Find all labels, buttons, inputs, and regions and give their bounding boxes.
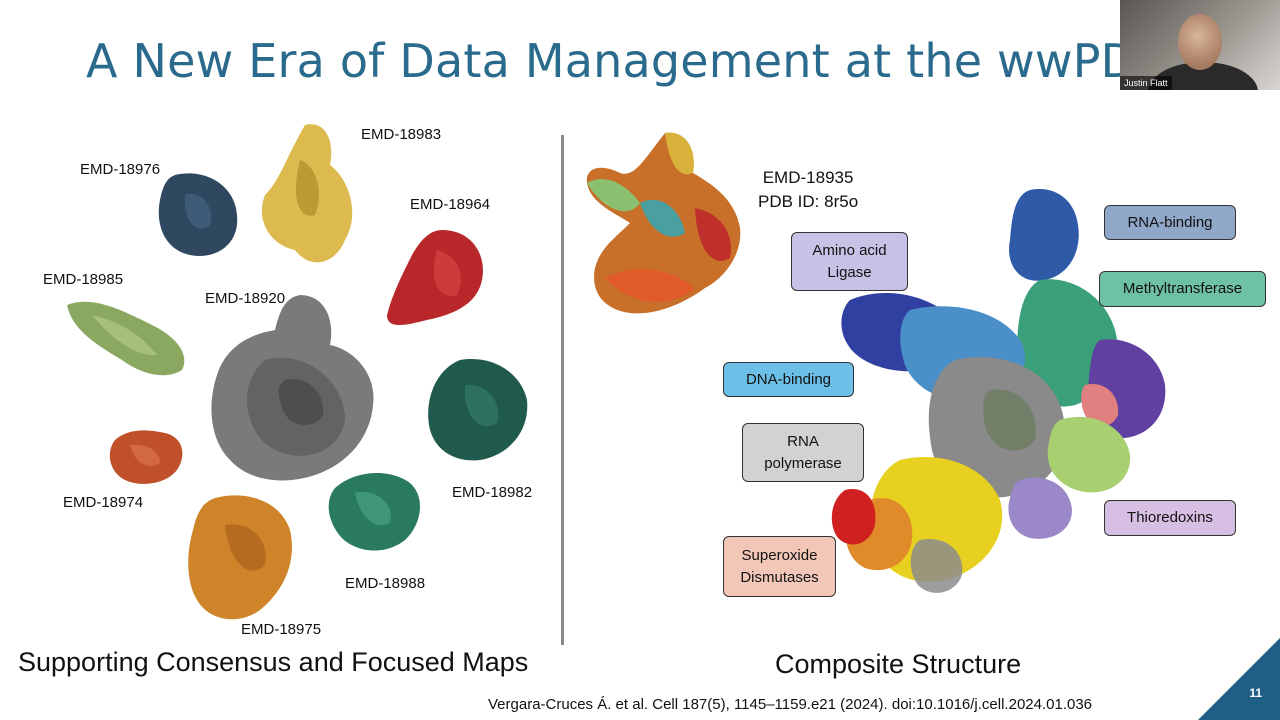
slide-title: A New Era of Data Management at the wwPD… <box>86 34 1169 88</box>
composite-map-thumbnail <box>586 132 741 314</box>
right-panel-caption: Composite Structure <box>775 649 1022 679</box>
map-blob-18976 <box>158 173 238 256</box>
map-label-18982: EMD-18982 <box>452 484 533 501</box>
domain-label-amino-acid-ligase: Amino acid Ligase <box>791 232 908 291</box>
composite-atomic-structure <box>831 189 1166 593</box>
page-number: 11 <box>1249 686 1262 700</box>
composite-identifiers: EMD-18935 PDB ID: 8r5o <box>758 166 858 214</box>
map-blob-18920 <box>211 295 374 481</box>
domain-label-rna-polymerase: RNA polymerase <box>742 423 864 482</box>
map-blob-18975 <box>188 495 292 620</box>
map-blob-18974 <box>109 430 183 484</box>
presenter-webcam: Justin Flatt <box>1120 0 1280 90</box>
domain-label-methyltransferase: Methyltransferase <box>1099 271 1266 307</box>
map-blob-18988 <box>328 472 421 551</box>
map-blob-18964 <box>387 230 483 325</box>
domain-label-superoxide-dismutases: Superoxide Dismutases <box>723 536 836 597</box>
map-label-18985: EMD-18985 <box>43 271 124 288</box>
citation: Vergara-Cruces Á. et al. Cell 187(5), 11… <box>488 696 1093 713</box>
composite-pdb-id: PDB ID: 8r5o <box>758 192 859 211</box>
presenter-head <box>1178 14 1222 70</box>
domain-label-rna-binding: RNA-binding <box>1104 205 1236 240</box>
left-panel-caption: Supporting Consensus and Focused Maps <box>18 647 529 677</box>
composite-map-id: EMD-18935 <box>762 168 854 187</box>
map-blob-18983 <box>261 124 353 263</box>
map-label-18976: EMD-18976 <box>80 161 161 178</box>
domain-label-thioredoxins: Thioredoxins <box>1104 500 1236 536</box>
map-label-18988: EMD-18988 <box>345 575 426 592</box>
map-label-18964: EMD-18964 <box>410 196 491 213</box>
map-label-18983: EMD-18983 <box>361 126 442 143</box>
map-blob-18985 <box>67 301 185 376</box>
presenter-name: Justin Flatt <box>1120 76 1172 90</box>
map-label-18974: EMD-18974 <box>63 494 144 511</box>
map-blob-18982 <box>428 359 528 461</box>
domain-label-dna-binding: DNA-binding <box>723 362 854 397</box>
panel-divider <box>561 135 564 645</box>
map-label-18975: EMD-18975 <box>241 621 322 638</box>
slide-corner-accent <box>1198 638 1280 720</box>
map-label-18920: EMD-18920 <box>205 290 286 307</box>
